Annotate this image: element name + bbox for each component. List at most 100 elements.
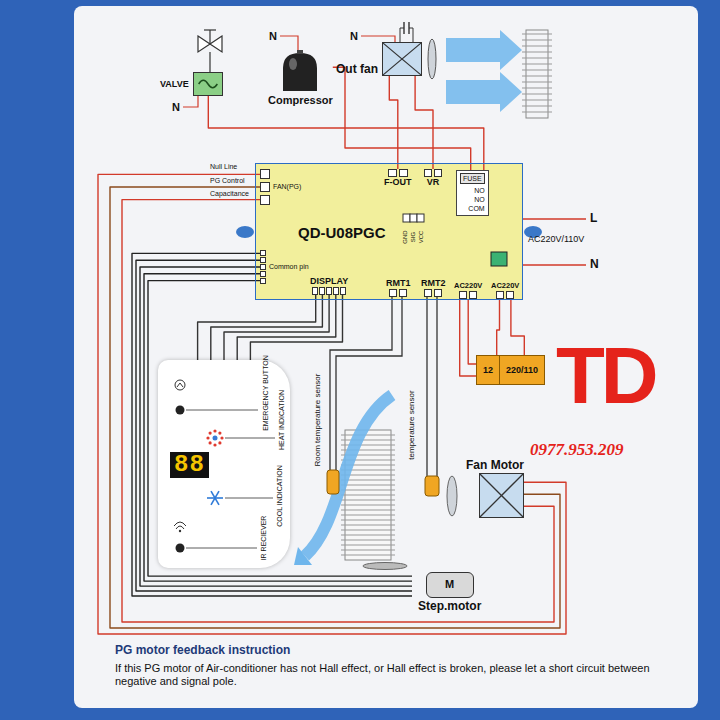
outdoor-fan-art <box>446 30 522 70</box>
pin <box>326 287 332 295</box>
panel-icons <box>225 498 273 499</box>
wire <box>389 76 398 169</box>
panel-icons <box>176 406 185 415</box>
line-label: N <box>590 257 599 271</box>
wire <box>333 67 471 170</box>
component-label: Fan Motor <box>466 458 524 472</box>
blade-art <box>447 476 457 516</box>
wire <box>237 295 336 360</box>
f-out-connector: F-OUT <box>384 169 412 188</box>
connector-label: FAN(PG) <box>273 183 301 191</box>
vr-connector: VR <box>424 169 442 188</box>
phone-number: 0977.953.209 <box>530 440 624 460</box>
temperature-sensor-art <box>425 476 439 496</box>
pin <box>312 287 318 295</box>
valve-art <box>209 30 210 44</box>
panel-icons <box>177 383 183 387</box>
blade-art <box>363 563 407 570</box>
wire <box>136 260 412 591</box>
neutral-label: N <box>172 101 180 114</box>
compressor-symbol <box>297 50 303 54</box>
panel-icons <box>218 432 221 435</box>
wire <box>211 295 323 360</box>
board-art <box>255 163 523 300</box>
wire <box>250 295 342 360</box>
panel-icons <box>175 380 185 390</box>
connector-pins <box>424 289 442 297</box>
fan-motor-symbol <box>480 474 523 517</box>
panel-icons <box>218 441 221 444</box>
connector-pins <box>260 169 270 205</box>
connector-label: DISPLAY <box>310 276 348 287</box>
common-pin-connector: Common pin <box>260 250 309 284</box>
panel-icons <box>211 491 219 505</box>
panel-icons <box>211 491 219 505</box>
wire <box>144 274 412 581</box>
mains-wires <box>523 218 586 219</box>
pin <box>260 182 270 192</box>
connector-label: RMT2 <box>421 278 446 289</box>
outdoor-fan-art <box>428 30 552 118</box>
wire <box>148 281 412 576</box>
pin <box>260 264 266 270</box>
sensor-label: temperature sensor <box>407 390 417 459</box>
ac220v-connector: AC220V <box>491 280 519 299</box>
wire <box>415 76 433 169</box>
outdoor-fan-art <box>428 39 436 79</box>
wire <box>460 299 476 376</box>
relay-contact: NO <box>474 186 485 195</box>
pin-label: SIG <box>410 232 417 242</box>
sensor-label: Room temperature sensor <box>313 374 323 467</box>
connector-pins <box>389 289 407 297</box>
board-art <box>236 226 254 238</box>
valve-art <box>183 96 198 107</box>
pin <box>506 291 514 299</box>
valve-symbol <box>193 72 223 96</box>
pin <box>260 271 266 277</box>
panel-icons <box>209 441 212 444</box>
panel-icons <box>174 522 186 526</box>
wire <box>122 200 554 622</box>
connector-label: Common pin <box>269 263 309 271</box>
wire <box>110 187 560 628</box>
wire-connector <box>198 295 343 360</box>
step-motor: MStep.motor <box>412 572 487 613</box>
connector-label: F-OUT <box>384 177 412 188</box>
pin-label: GND <box>402 230 409 243</box>
wire <box>511 299 524 355</box>
pin <box>459 291 467 299</box>
panel-icons <box>176 544 185 553</box>
display-panel: EMERGENCY BUTTONHEAT INDICATION88COOL IN… <box>158 360 290 568</box>
compressor-symbol <box>277 50 323 92</box>
valve-art <box>183 30 222 107</box>
component-label: Compressor <box>268 94 333 107</box>
pin <box>319 287 325 295</box>
panel-icons <box>209 432 212 435</box>
panel-icons <box>220 436 223 439</box>
line-label: L <box>590 211 597 225</box>
board-model: QD-U08PGC <box>298 224 386 242</box>
connector-label: VR <box>427 177 440 188</box>
panel-icons <box>213 443 216 446</box>
paper <box>74 6 698 708</box>
valve-symbol <box>198 80 217 87</box>
connector-label: AC220V <box>491 280 519 291</box>
pin <box>434 169 442 177</box>
connector-pins <box>459 291 477 299</box>
valve-symbol <box>194 73 222 95</box>
rmt2-connector: RMT2 <box>421 278 446 297</box>
compressor: Compressor <box>268 50 333 107</box>
temperature-sensor-art <box>327 470 339 494</box>
board-art <box>491 252 507 266</box>
step-motor-symbol: M <box>426 572 474 598</box>
valve-art <box>204 29 216 30</box>
indicator-label: HEAT INDICATION <box>278 390 286 450</box>
wire-label: Null Line <box>210 163 237 171</box>
capacitor-symbol <box>400 22 413 42</box>
board-art <box>410 214 417 222</box>
wire <box>497 299 500 355</box>
fuse-label: FUSE <box>460 173 485 184</box>
